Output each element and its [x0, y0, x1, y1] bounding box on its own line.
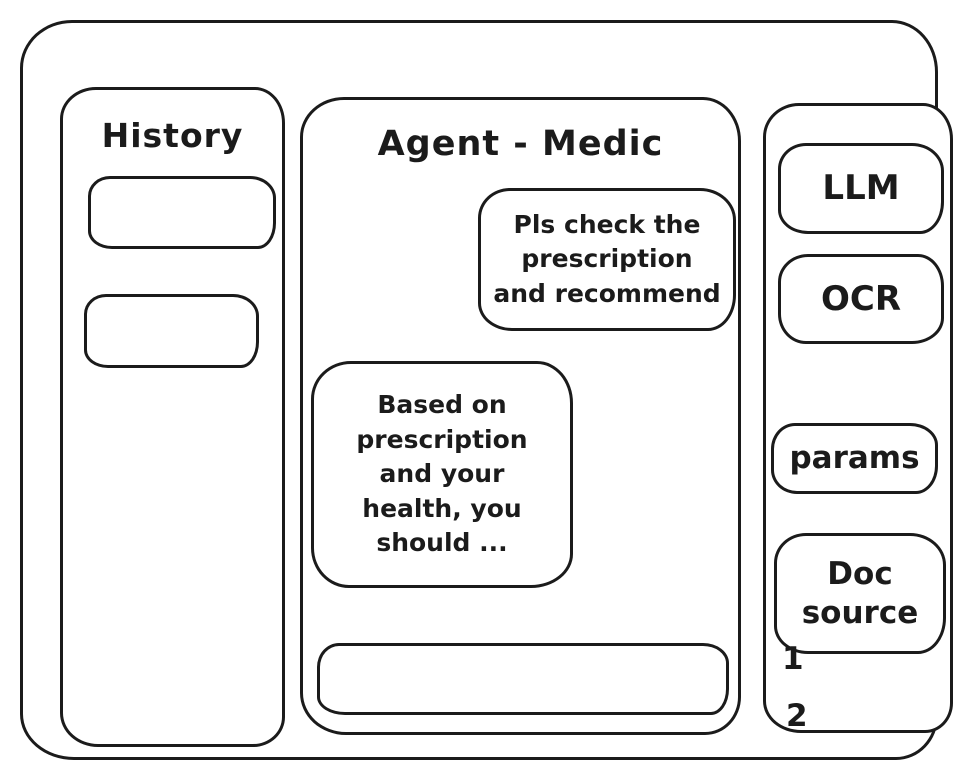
- llm-button[interactable]: LLM: [778, 143, 944, 234]
- user-message-bubble: Pls check the prescription and recommend: [478, 188, 736, 331]
- doc-source-button[interactable]: Doc source: [774, 533, 946, 654]
- history-item-1[interactable]: [88, 176, 276, 249]
- history-item-2[interactable]: [84, 294, 259, 368]
- tools-panel: LLM OCR params Doc source 1 2: [763, 103, 953, 734]
- chat-title: Agent - Medic: [377, 124, 664, 164]
- history-panel: History: [60, 87, 285, 747]
- assistant-message-bubble: Based on prescription and your health, y…: [311, 361, 573, 588]
- app-window: History Agent - Medic Pls check the pres…: [20, 20, 953, 760]
- chat-input[interactable]: [317, 643, 729, 715]
- doc-source-item-1[interactable]: 1: [782, 641, 804, 677]
- params-button[interactable]: params: [771, 423, 938, 494]
- history-title: History: [101, 116, 244, 155]
- chat-panel: Agent - Medic Pls check the prescription…: [300, 97, 741, 735]
- doc-source-item-2[interactable]: 2: [786, 698, 808, 734]
- ocr-button[interactable]: OCR: [778, 254, 944, 344]
